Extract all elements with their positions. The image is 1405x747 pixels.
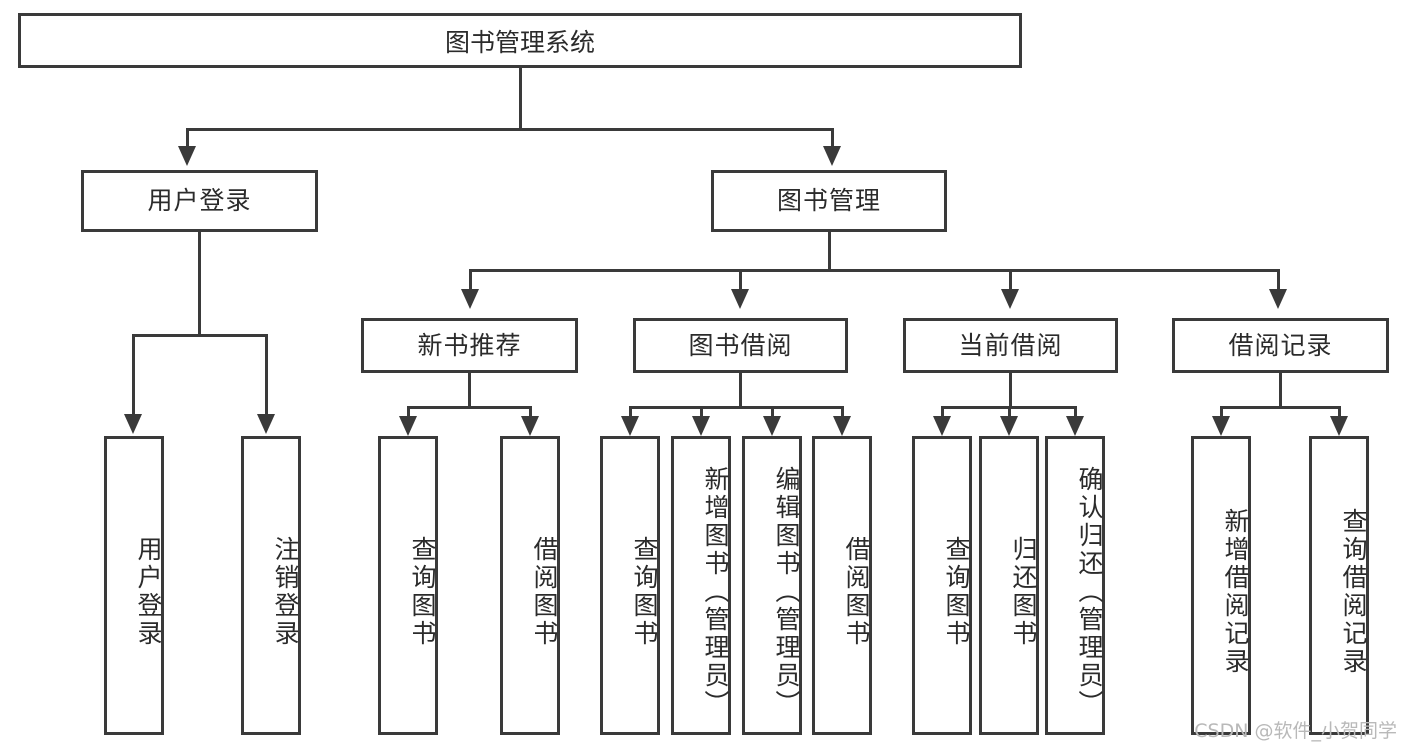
arrowhead-book-manage	[823, 146, 841, 166]
arrowhead-user-login	[178, 146, 196, 166]
arrowhead-leaf-current-borrow-1	[933, 416, 951, 436]
node-current-borrow[interactable]: 当前借阅	[903, 318, 1118, 373]
connector-current-borrow-leaf-1	[941, 406, 944, 418]
node-user-login[interactable]: 用户登录	[81, 170, 318, 232]
watermark-text: CSDN @软件_小贺同学	[1194, 720, 1397, 742]
connector-borrow-record-bar	[1220, 406, 1341, 409]
connector-user-login-leaf-1	[132, 334, 135, 416]
arrowhead-leaf-current-borrow-3	[1066, 416, 1084, 436]
leaf-user-login-logout[interactable]: 注销登录	[241, 436, 301, 735]
node-book-borrow[interactable]: 图书借阅	[633, 318, 848, 373]
leaf-book-borrow-query-book[interactable]: 查询图书	[600, 436, 660, 735]
leaf-user-login-login[interactable]: 用户登录	[104, 436, 164, 735]
connector-book-borrow-leaf-4	[841, 406, 844, 418]
leaf-book-borrow-borrow-book[interactable]: 借阅图书	[812, 436, 872, 735]
connector-book-borrow-bar	[629, 406, 844, 409]
connector-book-borrow-leaf-1	[629, 406, 632, 418]
node-label: 新增借阅记录	[1221, 507, 1250, 676]
node-label: 归还图书	[1009, 535, 1038, 648]
leaf-current-borrow-return-book[interactable]: 归还图书	[979, 436, 1039, 735]
connector-current-borrow-leaf-2	[1008, 406, 1011, 418]
node-label: 查询借阅记录	[1339, 507, 1368, 676]
connector-book-borrow-leaf-3	[771, 406, 774, 418]
connector-new-book-leaf-1	[407, 406, 410, 418]
arrowhead-current-borrow	[1001, 289, 1019, 309]
leaf-current-borrow-confirm-return[interactable]: 确认归还（管理员）	[1045, 436, 1105, 735]
connector-borrow-record-stem	[1279, 373, 1282, 408]
connector-book-borrow-leaf-2	[700, 406, 703, 418]
connector-root-to-user-login	[186, 128, 189, 148]
arrowhead-leaf-new-book-1	[399, 416, 417, 436]
node-label: 图书管理	[776, 186, 881, 215]
node-label: 新书推荐	[417, 330, 522, 360]
node-label: 图书管理系统	[444, 27, 595, 57]
leaf-borrow-record-add-record[interactable]: 新增借阅记录	[1191, 436, 1251, 735]
node-label: 当前借阅	[958, 330, 1063, 360]
connector-to-current-borrow	[1009, 269, 1012, 291]
node-new-book-recommend[interactable]: 新书推荐	[361, 318, 578, 373]
connector-new-book-bar	[407, 406, 532, 409]
node-label: 编辑图书（管理员）	[772, 465, 801, 718]
connector-to-new-book	[469, 269, 472, 291]
leaf-new-book-borrow-book[interactable]: 借阅图书	[500, 436, 560, 735]
connector-current-borrow-leaf-3	[1074, 406, 1077, 418]
leaf-new-book-query-book[interactable]: 查询图书	[378, 436, 438, 735]
connector-root-to-book-manage	[831, 128, 834, 148]
arrowhead-leaf-book-borrow-4	[833, 416, 851, 436]
connector-current-borrow-stem	[1009, 373, 1012, 408]
node-label: 注销登录	[271, 535, 300, 648]
connector-root-stem	[519, 68, 522, 130]
node-label: 用户登录	[147, 186, 252, 215]
arrowhead-leaf-new-book-2	[521, 416, 539, 436]
node-label: 查询图书	[408, 535, 437, 648]
connector-root-bar	[186, 128, 834, 131]
leaf-borrow-record-query-record[interactable]: 查询借阅记录	[1309, 436, 1369, 735]
node-book-management[interactable]: 图书管理	[711, 170, 947, 232]
node-label: 查询图书	[630, 535, 659, 648]
node-label: 用户登录	[134, 535, 163, 648]
arrowhead-book-borrow	[731, 289, 749, 309]
arrowhead-leaf-book-borrow-2	[692, 416, 710, 436]
connector-book-borrow-stem	[739, 373, 742, 408]
node-label: 借阅图书	[842, 535, 871, 648]
arrowhead-borrow-record	[1269, 289, 1287, 309]
node-label: 借阅图书	[530, 535, 559, 648]
connector-borrow-record-leaf-2	[1338, 406, 1341, 418]
arrowhead-leaf-borrow-record-1	[1212, 416, 1230, 436]
leaf-book-borrow-edit-book[interactable]: 编辑图书（管理员）	[742, 436, 802, 735]
arrowhead-leaf-borrow-record-2	[1330, 416, 1348, 436]
connector-new-book-stem	[468, 373, 471, 408]
arrowhead-leaf-user-login-1	[124, 414, 142, 434]
arrowhead-leaf-current-borrow-2	[1000, 416, 1018, 436]
arrowhead-leaf-book-borrow-1	[621, 416, 639, 436]
node-label: 借阅记录	[1228, 330, 1333, 360]
node-label: 新增图书（管理员）	[701, 465, 730, 718]
connector-user-login-bar	[132, 334, 268, 337]
node-borrow-record[interactable]: 借阅记录	[1172, 318, 1389, 373]
leaf-current-borrow-query-book[interactable]: 查询图书	[912, 436, 972, 735]
connector-book-manage-bar	[469, 269, 1280, 272]
connector-user-login-stem	[198, 232, 201, 336]
connector-to-book-borrow	[739, 269, 742, 291]
node-label: 查询图书	[942, 535, 971, 648]
connector-to-borrow-record	[1277, 269, 1280, 291]
node-root-system[interactable]: 图书管理系统	[18, 13, 1022, 68]
arrowhead-leaf-book-borrow-3	[763, 416, 781, 436]
node-label: 图书借阅	[688, 330, 793, 360]
node-label: 确认归还（管理员）	[1075, 465, 1104, 718]
arrowhead-new-book	[461, 289, 479, 309]
connector-user-login-leaf-2	[265, 334, 268, 416]
leaf-book-borrow-add-book[interactable]: 新增图书（管理员）	[671, 436, 731, 735]
connector-book-manage-stem	[828, 232, 831, 272]
arrowhead-leaf-user-login-2	[257, 414, 275, 434]
connector-borrow-record-leaf-1	[1220, 406, 1223, 418]
connector-new-book-leaf-2	[529, 406, 532, 418]
